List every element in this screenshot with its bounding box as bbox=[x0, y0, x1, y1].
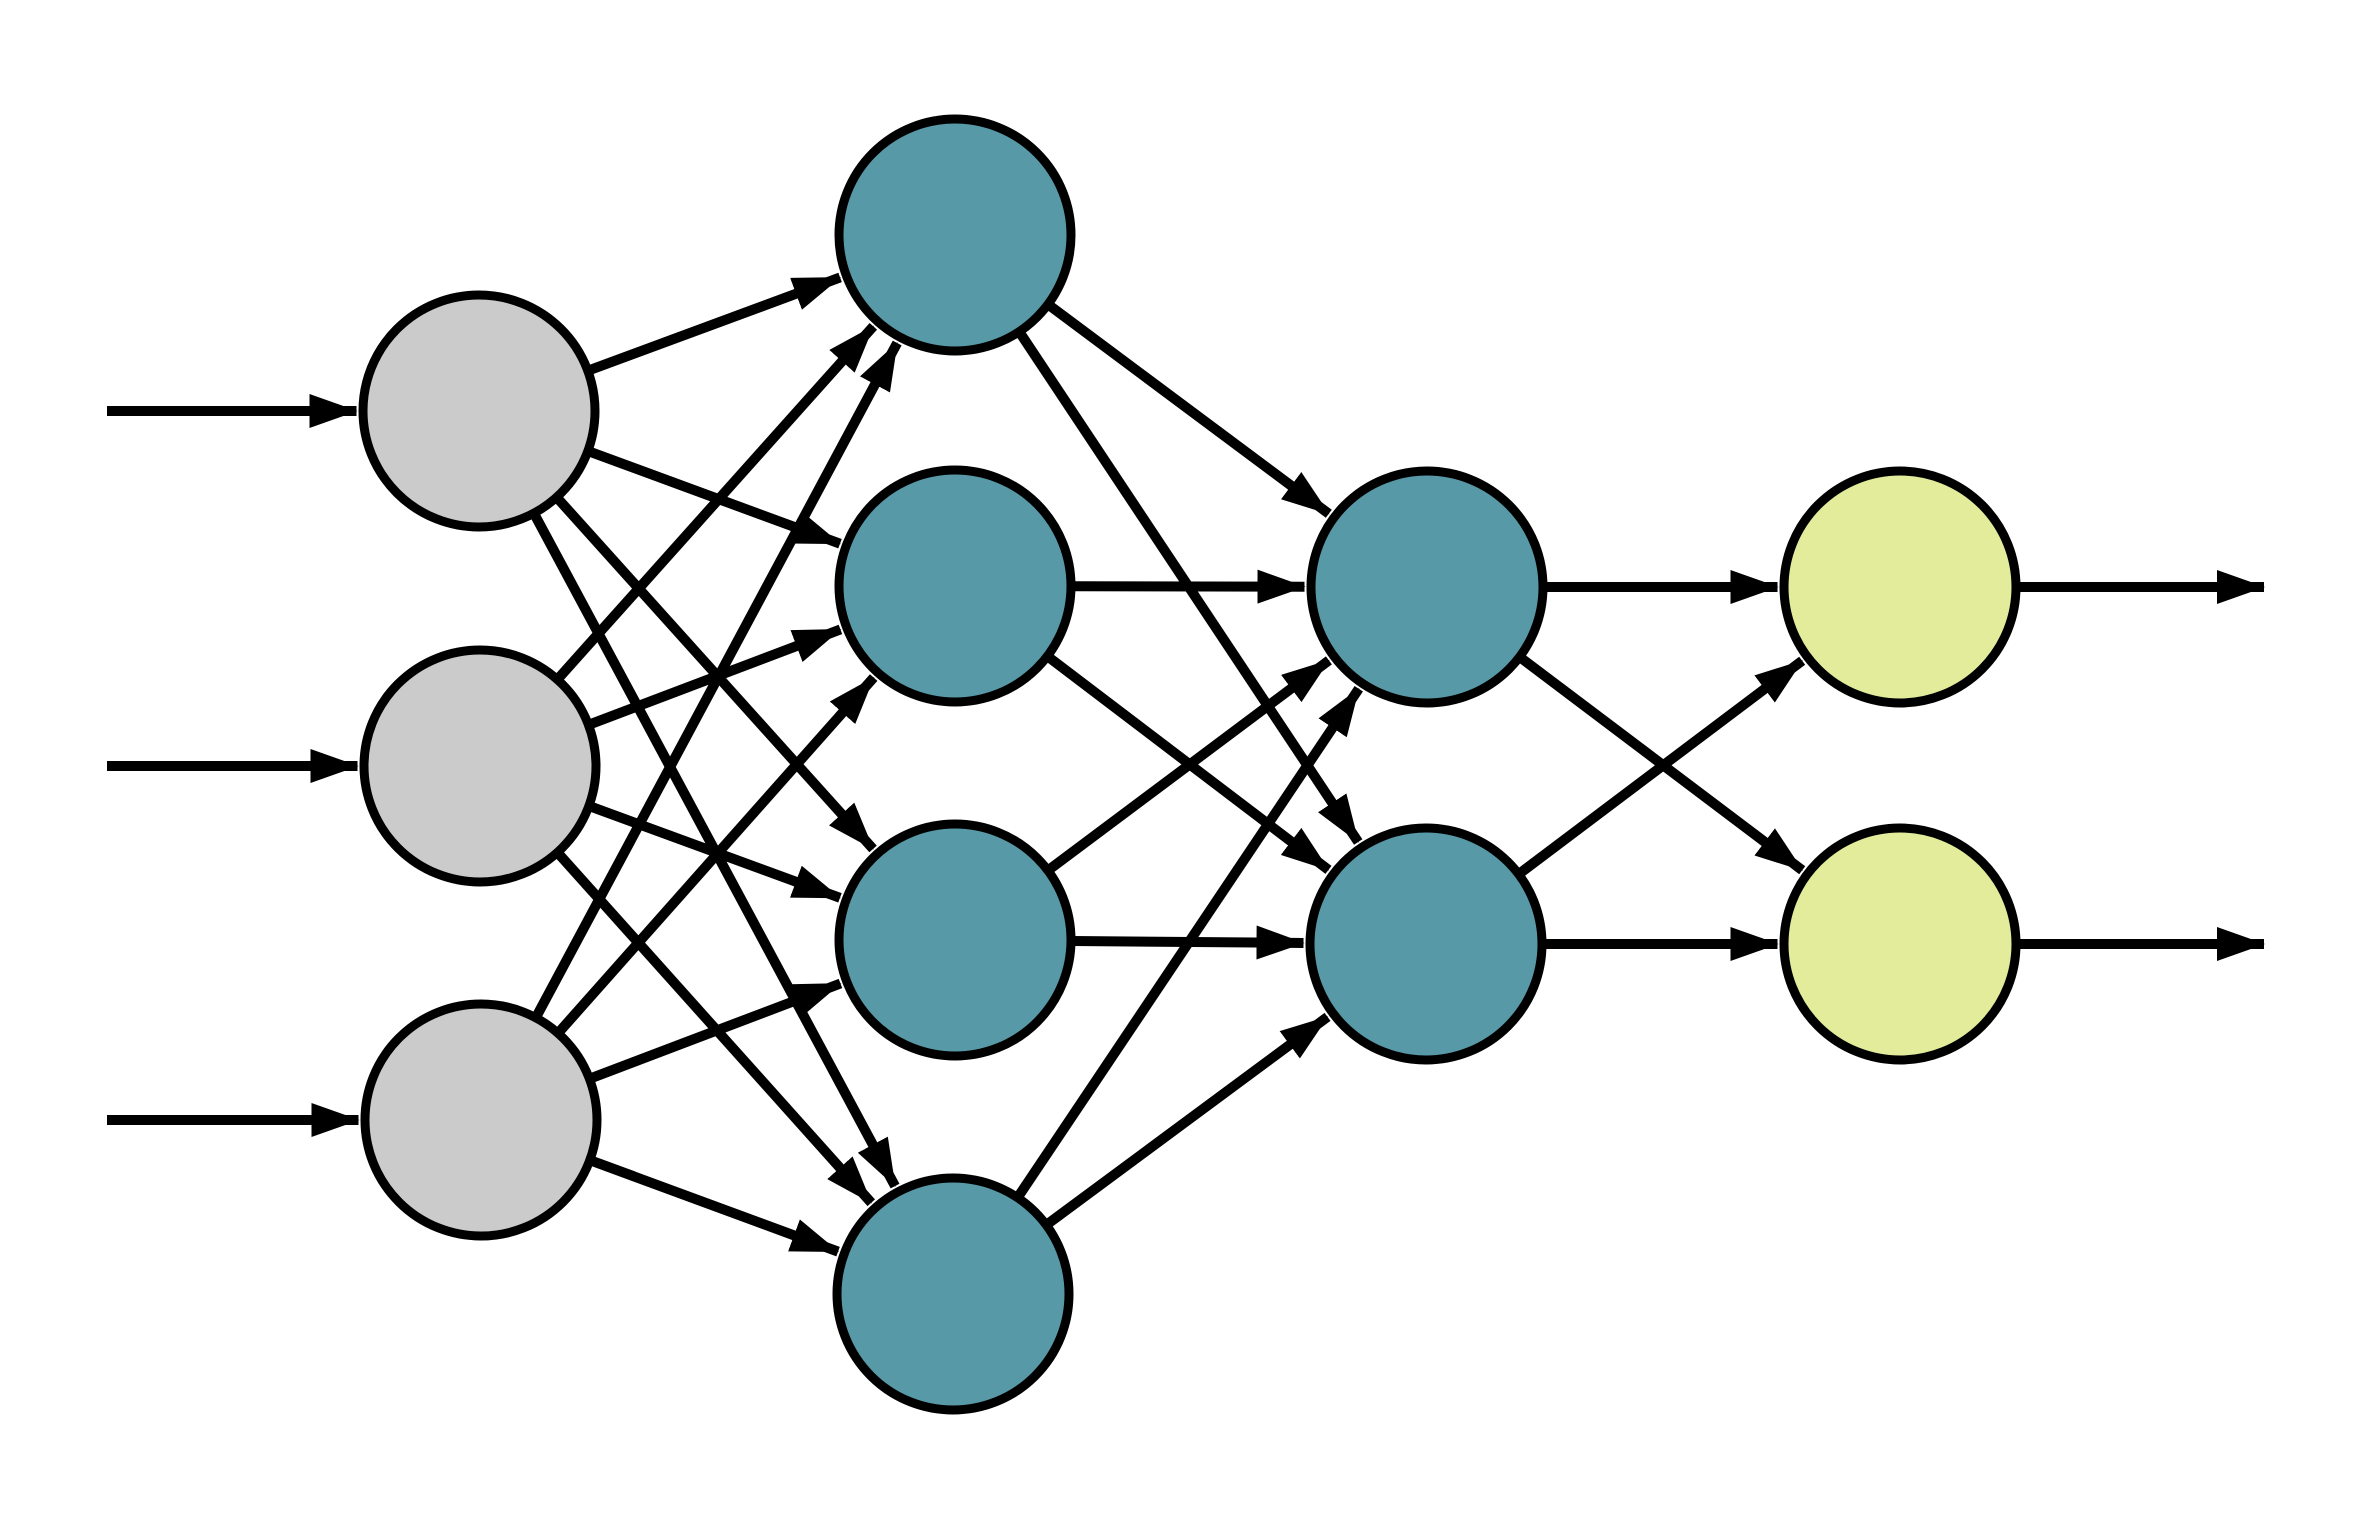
hidden1-node-4 bbox=[832, 1173, 1074, 1415]
output-node-2 bbox=[1779, 823, 2021, 1065]
hidden1-node-1 bbox=[834, 114, 1076, 356]
edge-h1-g2 bbox=[950, 232, 1363, 845]
edge-i1-h4 bbox=[474, 408, 900, 1189]
hidden2-node-1 bbox=[1306, 466, 1548, 708]
input-node-3 bbox=[360, 999, 602, 1241]
edge-h4-g1 bbox=[948, 685, 1363, 1297]
edge-i3-h1 bbox=[476, 340, 902, 1123]
output-node-1 bbox=[1779, 466, 2021, 708]
input-node-2 bbox=[359, 645, 601, 887]
hidden1-node-2 bbox=[834, 465, 1076, 707]
input-node-1 bbox=[358, 290, 600, 532]
hidden1-node-3 bbox=[834, 819, 1076, 1061]
hidden2-node-2 bbox=[1305, 823, 1547, 1065]
